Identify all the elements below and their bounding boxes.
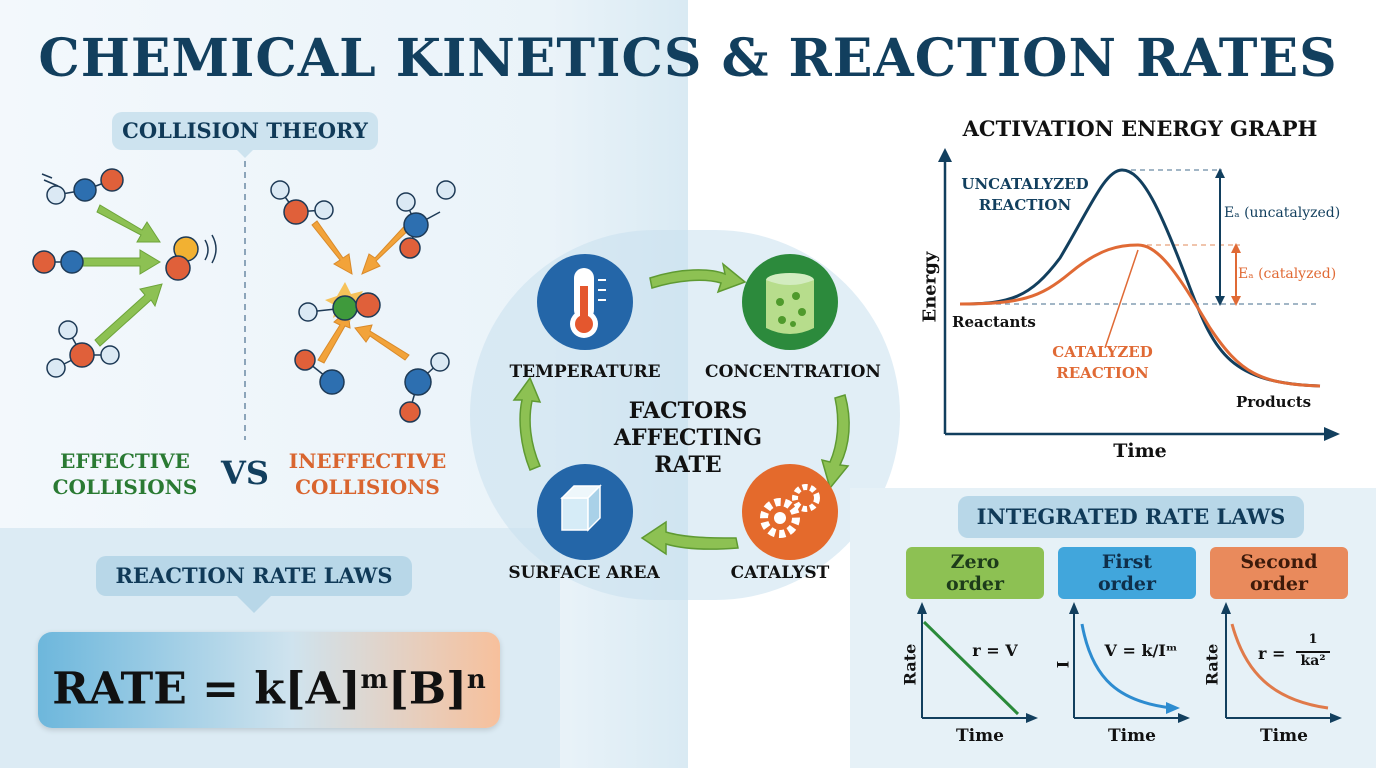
first-order-xlabel: Time [1108, 726, 1156, 746]
second-order-curve [1230, 623, 1329, 710]
second-order-plot [1221, 602, 1342, 723]
effective-label: EFFECTIVE COLLISIONS [50, 448, 200, 500]
second-order-line1: Second [1240, 551, 1318, 573]
second-eq-fraction-bar [1296, 651, 1330, 653]
zero-order-ylabel: Rate [900, 643, 920, 686]
activation-graph [938, 148, 1340, 441]
factors-cycle [512, 254, 850, 560]
effective-molecules [32, 168, 199, 378]
center-line3: RATE [654, 452, 722, 478]
first-order-curve [1080, 623, 1173, 710]
second-order-xlabel: Time [1260, 726, 1308, 746]
cat-line2: REACTION [1056, 364, 1149, 382]
rate-laws-heading: REACTION RATE LAWS [96, 556, 412, 596]
uncatalyzed-label: UNCATALYZED REACTION [955, 174, 1095, 216]
collision-theory-heading: COLLISION THEORY [112, 112, 378, 150]
page-title: CHEMICAL KINETICS & REACTION RATES [38, 28, 1338, 89]
uncatalyzed-curve [959, 168, 1321, 388]
formula-b: [B] [388, 663, 467, 715]
exponent-m: m [360, 665, 389, 695]
time-axis-label: Time [1113, 440, 1167, 462]
ineffective-line1: INEFFECTIVE [288, 449, 447, 473]
catalyzed-label: CATALYZED REACTION [1040, 342, 1165, 384]
cycle-arrows [512, 262, 850, 556]
formula-main: RATE = k[A] [52, 663, 361, 715]
reactants-label: Reactants [952, 313, 1036, 331]
zero-order-plot [917, 602, 1038, 723]
activation-heading: ACTIVATION ENERGY GRAPH [962, 116, 1318, 141]
catalyzed-curve [959, 243, 1321, 388]
exponent-n: n [466, 665, 486, 695]
catalyzed-pointer [1104, 249, 1139, 349]
second-eq-numerator: 1 [1308, 632, 1318, 647]
integrated-heading: INTEGRATED RATE LAWS [958, 496, 1304, 538]
factor-catalyst: CATALYST [730, 563, 830, 583]
effective-line1: EFFECTIVE [60, 449, 190, 473]
factor-temperature: TEMPERATURE [509, 362, 661, 382]
zero-order-xlabel: Time [956, 726, 1004, 746]
integrated-plots [917, 602, 1342, 723]
motion-lines [41, 173, 217, 264]
vs-label: VS [221, 454, 269, 492]
zero-order-line1: Zero [950, 551, 1000, 573]
temperature-icon [537, 254, 633, 350]
factor-surface-area: SURFACE AREA [508, 563, 660, 583]
collision-diagram [32, 150, 456, 440]
uncat-line1: UNCATALYZED [961, 175, 1089, 193]
center-line2: AFFECTING [613, 425, 763, 451]
uncat-line2: REACTION [978, 196, 1072, 214]
cat-line1: CATALYZED [1052, 343, 1153, 361]
ineffective-label: INEFFECTIVE COLLISIONS [285, 448, 450, 500]
ineffective-arrows [311, 219, 416, 364]
surface-area-icon [537, 464, 633, 560]
products-label: Products [1236, 393, 1312, 411]
ea-uncatalyzed-label: Eₐ (uncatalyzed) [1224, 205, 1341, 221]
rate-formula: RATE = k[A]m[B]n [38, 632, 500, 728]
zero-order-line [922, 620, 1020, 716]
energy-axis-label: Energy [919, 251, 941, 323]
second-order-line2: order [1249, 573, 1309, 595]
rate-laws-pointer [236, 595, 272, 613]
factors-center-label: FACTORS AFFECTING RATE [598, 398, 778, 479]
ineffective-molecules [270, 180, 456, 423]
ineffective-line2: COLLISIONS [295, 475, 440, 499]
first-order-line2: order [1097, 573, 1157, 595]
second-eq-denominator: ka² [1300, 653, 1326, 669]
second-order-ylabel: Rate [1202, 643, 1222, 686]
zero-order-line2: order [945, 573, 1005, 595]
factor-concentration: CONCENTRATION [705, 362, 881, 382]
second-order-equation: r = 1 ka² [1258, 632, 1338, 676]
effective-arrows [79, 204, 163, 347]
second-eq-left: r = [1258, 644, 1286, 663]
catalyst-icon [742, 464, 838, 560]
ea-catalyzed-label: Eₐ (catalyzed) [1238, 266, 1337, 282]
first-order-line1: First [1101, 551, 1153, 573]
heading-pointer [237, 150, 253, 158]
concentration-icon [742, 254, 838, 350]
center-line1: FACTORS [628, 398, 748, 424]
zero-order-equation: r = V [972, 641, 1018, 660]
first-order-ylabel: I [1053, 660, 1073, 669]
effective-line2: COLLISIONS [52, 475, 198, 499]
first-order-plot [1069, 602, 1190, 723]
rate-formula-box: RATE = k[A]m[B]n [38, 632, 500, 728]
first-order-equation: V = k/Iᵐ [1104, 641, 1178, 660]
